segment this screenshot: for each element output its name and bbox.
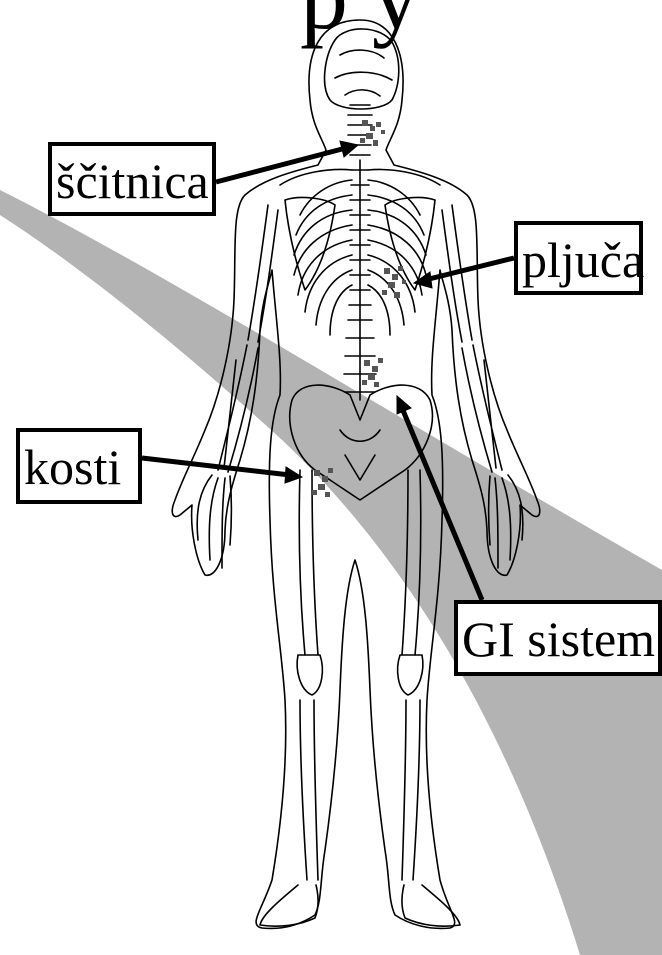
scapula-left [285, 198, 335, 290]
knee-left [297, 655, 322, 695]
label-thyroid: ščitnica [48, 142, 216, 216]
arrow-lungs [425, 258, 514, 280]
label-lungs: pljuča [514, 221, 643, 295]
lesion-spine [362, 358, 383, 387]
foot-left [260, 885, 318, 926]
tibia-right [402, 700, 420, 880]
arrow-thyroid [216, 148, 346, 182]
label-gi-system: GI sistem [454, 600, 662, 676]
arrowhead-gi [397, 396, 411, 414]
knee-right [398, 655, 423, 695]
femur-left [299, 470, 318, 655]
label-bones: kosti [16, 428, 142, 504]
lesion-thyroid [360, 120, 385, 146]
tibia-left [300, 700, 318, 880]
arrow-bones [142, 458, 290, 475]
humerus-left [248, 205, 278, 342]
background-swoosh [0, 190, 662, 955]
foot-right [402, 885, 460, 926]
forearm-right [462, 345, 502, 472]
